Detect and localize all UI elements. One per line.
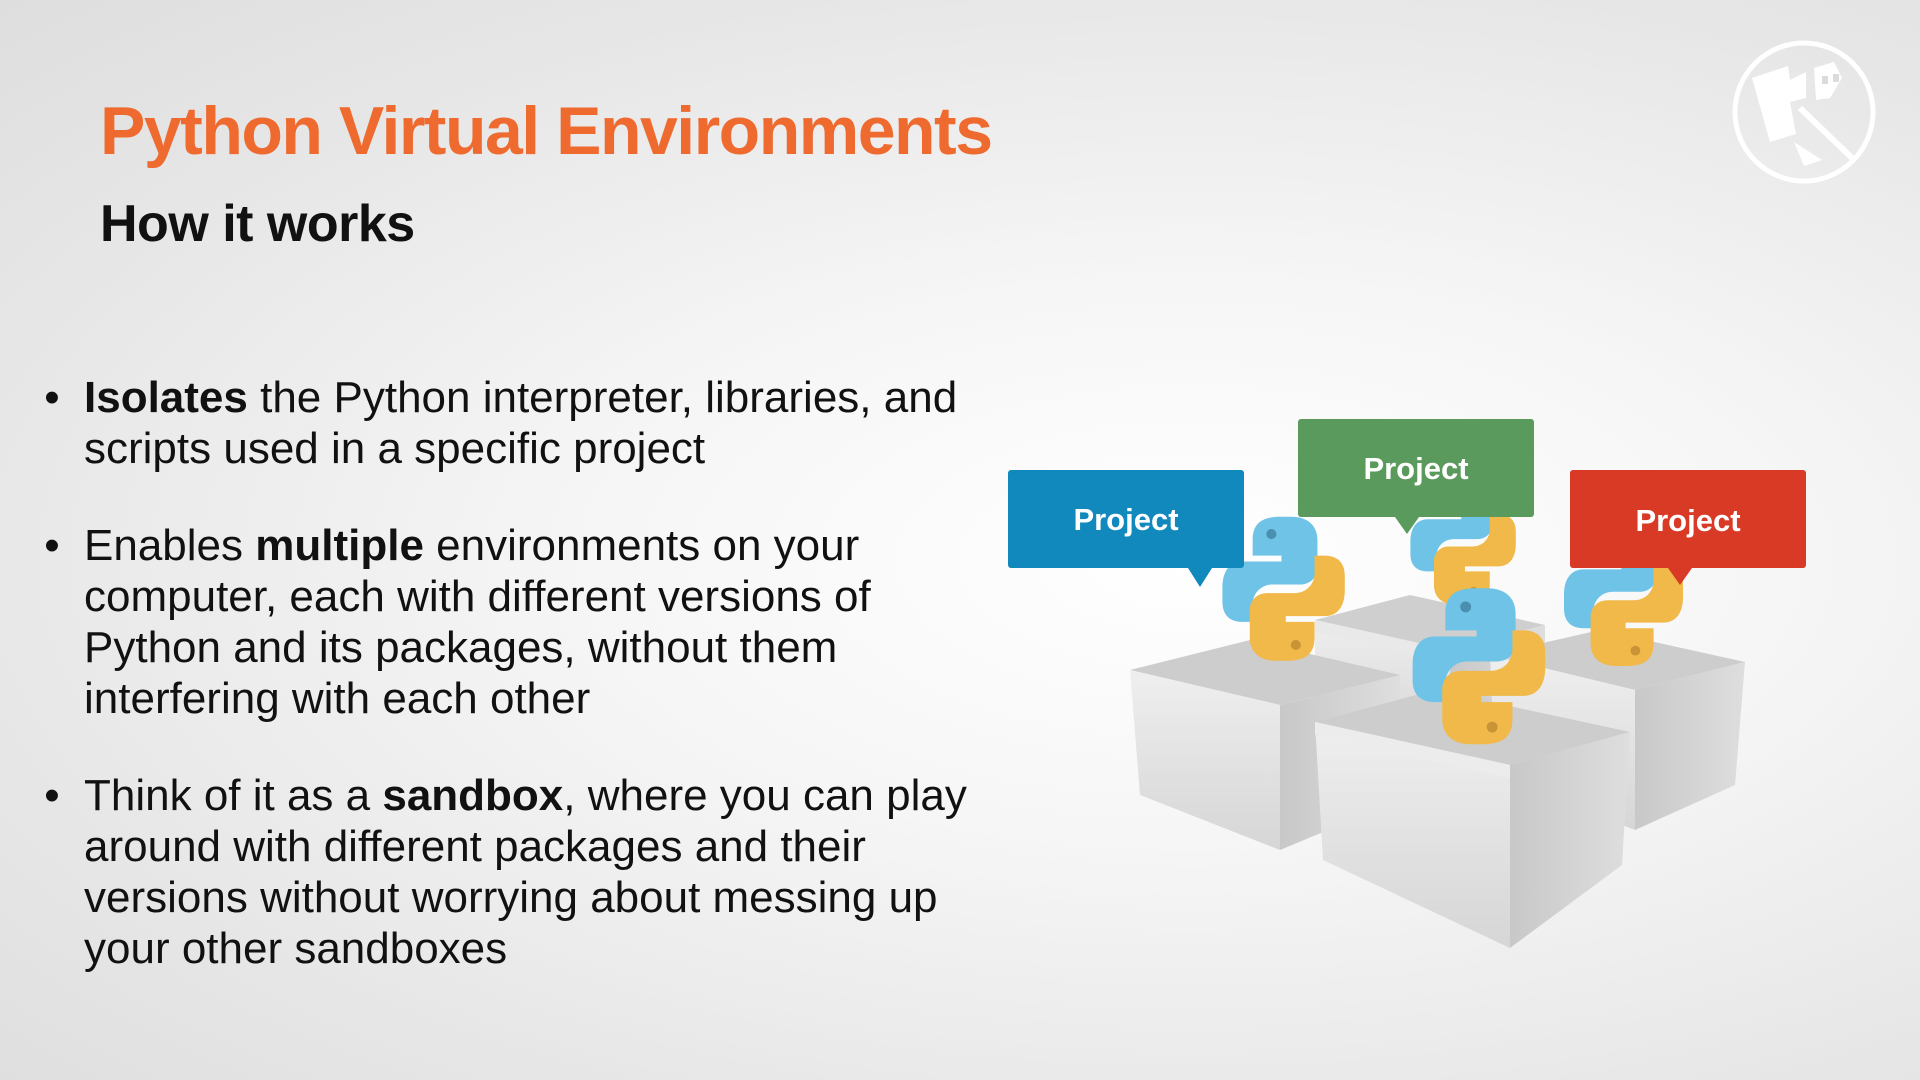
project-label-text: Project (1363, 451, 1468, 486)
bullet-rest: the Python interpreter, libraries, and s… (84, 373, 958, 473)
bullet-dot-icon: • (44, 771, 60, 820)
bullet-item: • Think of it as a sandbox, where you ca… (44, 770, 984, 974)
bullet-rest: , where you can play around with differe… (84, 771, 967, 973)
bullet-lead: Think of it as a (84, 771, 383, 820)
bullet-text: Enables multiple environments on your co… (84, 520, 984, 724)
bullet-list: • Isolates the Python interpreter, libra… (44, 372, 984, 1020)
bullet-text: Isolates the Python interpreter, librari… (84, 372, 984, 474)
bullet-item: • Enables multiple environments on your … (44, 520, 984, 724)
project-label-blue: Project (1008, 470, 1244, 587)
project-label-green: Project (1298, 419, 1534, 534)
bullet-lead: Enables (84, 521, 256, 570)
project-label-text: Project (1073, 502, 1178, 537)
bullet-bold: Isolates (84, 373, 248, 422)
bullet-text: Think of it as a sandbox, where you can … (84, 770, 984, 974)
sandbox-illustration: Project Project Project (1008, 419, 1806, 948)
bullet-bold: sandbox (382, 771, 564, 820)
project-label-red: Project (1570, 470, 1806, 585)
bullet-bold: multiple (255, 521, 424, 570)
box-front (1315, 588, 1630, 948)
bullet-item: • Isolates the Python interpreter, libra… (44, 372, 984, 474)
project-label-text: Project (1635, 503, 1740, 538)
slide-subtitle: How it works (100, 195, 415, 253)
robot-corner-logo-icon (1732, 40, 1876, 184)
bullet-dot-icon: • (44, 373, 60, 422)
bullet-rest: environments on your computer, each with… (84, 521, 871, 723)
slide-title: Python Virtual Environments (100, 93, 993, 169)
bullet-dot-icon: • (44, 521, 60, 570)
